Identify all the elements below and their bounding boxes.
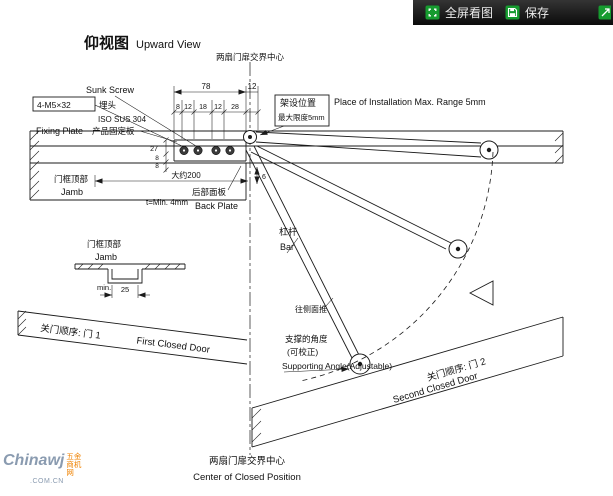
diagram-title-cn: 仰视图 xyxy=(84,34,129,52)
label-boxes xyxy=(32,94,330,127)
watermark-domain: .COM.CN xyxy=(30,478,64,485)
label-bar-cn: 杠杆 xyxy=(279,226,297,237)
dim-12b: 12 xyxy=(184,104,192,111)
dim-8b: 8 xyxy=(155,155,159,162)
diagram-title-en: Upward View xyxy=(136,39,201,51)
fullscreen-label: 全屏看图 xyxy=(445,6,494,20)
watermark: Chinawj 五金商机网 .COM.CN xyxy=(3,452,82,486)
dim-18: 18 xyxy=(199,104,207,111)
fullscreen-button[interactable]: 全屏看图 xyxy=(419,0,499,25)
label-center-bottom-en: Center of Closed Position xyxy=(193,472,301,483)
label-back-plate-cn: 后部面板 xyxy=(192,187,227,197)
dim-25: 25 xyxy=(121,285,129,294)
label-install-en: Place of Installation Max. Range 5mm xyxy=(334,97,486,107)
label-thickness: t=Min. 4mm xyxy=(146,198,188,207)
dim-27: 27 xyxy=(150,146,158,153)
label-back-plate-en: Back Plate xyxy=(195,201,238,211)
label-adjustable-cn: (可校正) xyxy=(287,347,318,357)
label-install-range-cn: 最大限度5mm xyxy=(278,112,325,122)
arm-lowered xyxy=(245,145,371,375)
section-hatch-left xyxy=(29,130,40,200)
direction-arrow xyxy=(469,280,494,306)
dim-6: 6 xyxy=(262,174,266,181)
fullscreen-icon xyxy=(425,5,440,20)
save-label: 保存 xyxy=(525,6,550,20)
label-sunk-screw: Sunk Screw xyxy=(86,85,135,95)
label-jamb-en: Jamb xyxy=(61,187,83,197)
profile-dimension xyxy=(100,285,150,298)
dim-8a: 8 xyxy=(176,104,180,111)
save-button[interactable]: 保存 xyxy=(499,0,555,25)
arm-mid xyxy=(250,145,468,259)
label-bar-en: Bar xyxy=(280,242,294,252)
save-icon xyxy=(505,5,520,20)
label-support-angle-en: Supporting Angle(Adjustable) xyxy=(282,361,392,371)
frame-band xyxy=(29,130,564,201)
section-hatch-right xyxy=(554,132,564,164)
label-fixing-plate-en: Fixing Plate xyxy=(36,126,83,136)
door2-band xyxy=(251,316,564,448)
arm-extended xyxy=(255,131,499,160)
label-jamb-cn: 门框顶部 xyxy=(54,174,89,184)
label-door1-en: First Closed Door xyxy=(136,335,211,355)
label-push-side: 往侧面推 xyxy=(295,304,327,314)
door1-labels: 关门顺序: 门 1 First Closed Door xyxy=(40,322,211,356)
jamb-profile xyxy=(74,263,186,284)
watermark-brand: Chinawj xyxy=(3,452,65,469)
label-material: ISO SUS 304 xyxy=(98,115,147,124)
label-center-top: 两扇门扉交界中心 xyxy=(216,52,285,62)
label-support-angle-cn: 支撑的角度 xyxy=(285,334,328,344)
partial-toolbar-button[interactable] xyxy=(598,5,611,20)
pivot xyxy=(243,130,257,144)
label-install-pos-cn: 架设位置 xyxy=(280,97,316,108)
dim-28: 28 xyxy=(231,104,239,111)
top-dimensions xyxy=(171,86,261,139)
label-screw-spec: 4-M5×32 xyxy=(37,100,71,110)
watermark-brand-cn: 五金商机网 xyxy=(66,452,82,477)
label-jamb2-cn: 门框顶部 xyxy=(87,239,122,249)
door1-band xyxy=(17,310,248,365)
dim-8c: 8 xyxy=(155,163,159,170)
leader-lines xyxy=(94,95,350,373)
dim-78: 78 xyxy=(202,82,211,91)
label-countersunk: 埋头 xyxy=(99,100,117,110)
label-jamb2-en: Jamb xyxy=(95,252,117,262)
label-approx-200: 大约200 xyxy=(171,170,201,180)
label-min: min. xyxy=(97,283,111,292)
swing-arc xyxy=(299,151,494,382)
label-center-bottom-cn: 两扇门扉交界中心 xyxy=(209,455,286,467)
label-fixing-plate-cn: 产品固定板 xyxy=(92,126,135,136)
approx200-dimension xyxy=(94,175,248,187)
toolbar: 全屏看图 保存 xyxy=(413,0,613,25)
partial-icon xyxy=(598,5,611,20)
left-dimensions xyxy=(163,137,169,173)
screws xyxy=(179,146,235,156)
dim-12: 12 xyxy=(248,82,257,91)
dim-12c: 12 xyxy=(214,104,222,111)
